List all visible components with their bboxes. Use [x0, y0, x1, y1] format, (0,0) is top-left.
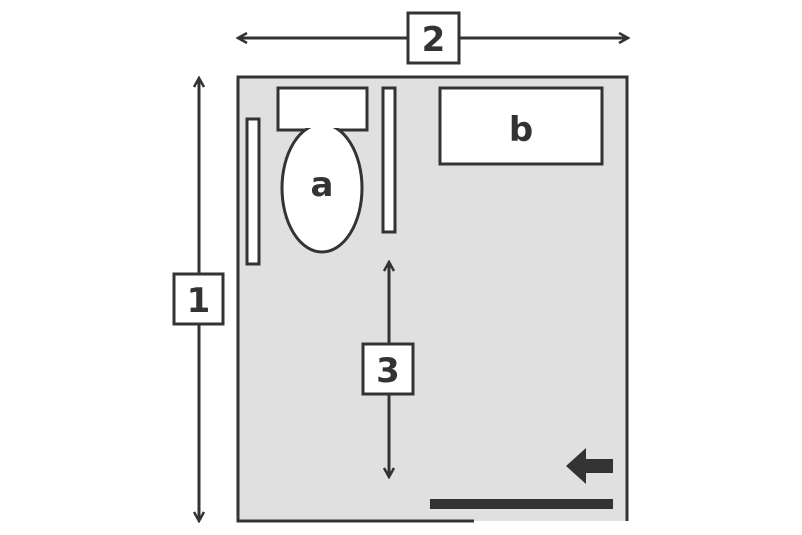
- left-grab-bar: [245, 117, 261, 266]
- center-grab-bar: [381, 86, 397, 234]
- room-walls: [236, 75, 629, 523]
- fixture-b-box: [438, 86, 604, 166]
- dimension-2-label: 2: [422, 20, 446, 60]
- dimension-2-box: [406, 11, 461, 65]
- dimension-3-box: [361, 342, 415, 396]
- fixture-a-label: a: [311, 165, 334, 205]
- dimension-1-label: 1: [187, 281, 211, 321]
- dimension-1-box: [172, 272, 225, 326]
- fixture-b-label: b: [509, 110, 533, 150]
- door-bar: [430, 499, 613, 509]
- toilet-fixture: [276, 86, 369, 254]
- dimension-3-label: 3: [376, 351, 400, 391]
- arrow-left-icon: [566, 448, 613, 484]
